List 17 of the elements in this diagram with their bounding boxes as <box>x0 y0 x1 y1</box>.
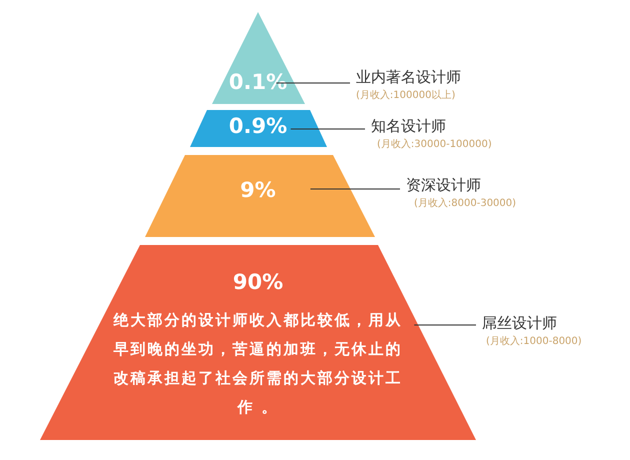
leader-line <box>414 324 476 326</box>
tier-title: 业内著名设计师 <box>356 68 461 87</box>
income-range: (月收入:30000-100000) <box>377 138 492 151</box>
income-range: (月收入:1000-8000) <box>486 334 582 348</box>
income-range: (月收入:8000-30000) <box>414 196 516 210</box>
percentage-label: 9% <box>240 178 276 202</box>
leader-line <box>310 188 400 190</box>
description-text: 绝大部分的设计师收入都比较低，用从早到晚的坐功，苦逼的加班，无休止的改稿承担起了社会所需的大部分设计工作 。 <box>112 310 404 418</box>
percentage-label: 0.9% <box>228 114 288 138</box>
percentage-label: 0.1% <box>228 70 288 94</box>
percentage-label: 90% <box>232 270 284 294</box>
tier-title: 知名设计师 <box>371 117 446 136</box>
leader-line <box>290 128 366 130</box>
leader-line <box>276 82 350 84</box>
tier-title: 屌丝设计师 <box>482 314 557 333</box>
income-range: (月收入:100000以上) <box>356 88 456 102</box>
tier-title: 资深设计师 <box>406 176 481 195</box>
